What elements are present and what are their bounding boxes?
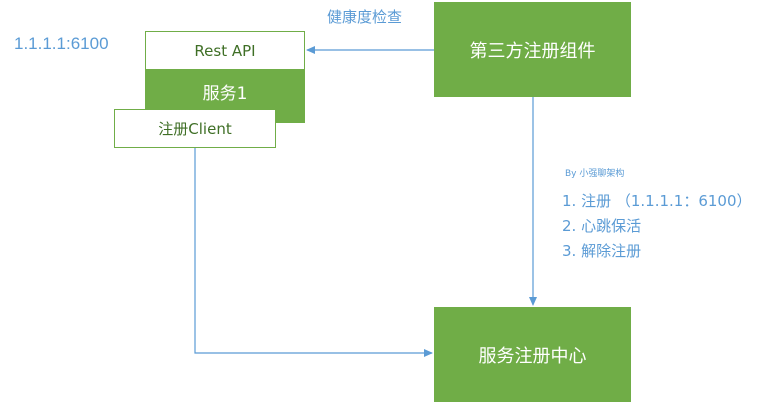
registry-center-label: 服务注册中心 bbox=[478, 345, 587, 367]
third-party-registrar-box: 第三方注册组件 bbox=[434, 2, 631, 97]
service-label: 服务1 bbox=[202, 84, 248, 104]
service-address-label: 1.1.1.1:6100 bbox=[14, 34, 109, 53]
registry-center-box: 服务注册中心 bbox=[434, 307, 631, 402]
register-client-label: 注册Client bbox=[158, 120, 232, 138]
step-heartbeat: 2. 心跳保活 bbox=[562, 217, 642, 235]
author-note: By 小强聊架构 bbox=[565, 169, 625, 179]
third-party-registrar-label: 第三方注册组件 bbox=[469, 40, 596, 62]
client-to-registry-arrow bbox=[194, 148, 433, 357]
health-check-label: 健康度检查 bbox=[327, 8, 403, 26]
rest-api-box: Rest API bbox=[145, 31, 305, 70]
register-client-box: 注册Client bbox=[114, 109, 276, 148]
rest-api-label: Rest API bbox=[194, 41, 256, 60]
step-deregister: 3. 解除注册 bbox=[562, 242, 642, 260]
step-register: 1. 注册 （1.1.1.1：6100） bbox=[562, 192, 752, 210]
